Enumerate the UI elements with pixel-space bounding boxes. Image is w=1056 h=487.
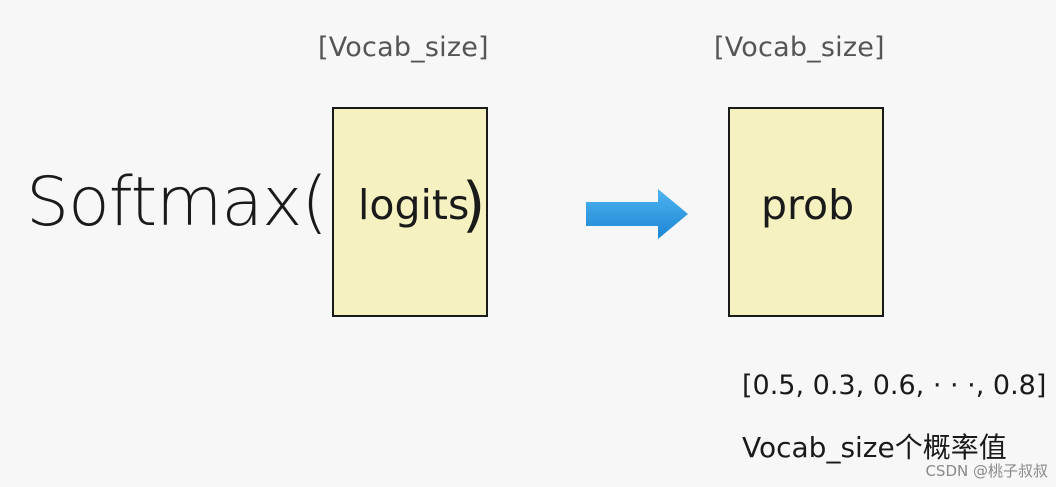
vocab-probability-caption: Vocab_size个概率值 <box>742 431 1007 464</box>
input-dimension-label: [Vocab_size] <box>318 32 489 63</box>
example-probability-vector: [0.5, 0.3, 0.6, · · ·, 0.8] <box>742 370 1047 401</box>
right-arrow-icon <box>586 189 688 239</box>
output-dimension-label: [Vocab_size] <box>714 32 885 63</box>
prob-label: prob <box>761 181 855 229</box>
logits-label: logits <box>358 181 470 229</box>
logits-box <box>332 107 488 317</box>
prob-box <box>728 107 884 317</box>
closing-parenthesis: ) <box>462 170 486 240</box>
watermark: CSDN @桃子叔叔 <box>925 462 1048 480</box>
softmax-function-name: Softmax( <box>26 163 328 242</box>
